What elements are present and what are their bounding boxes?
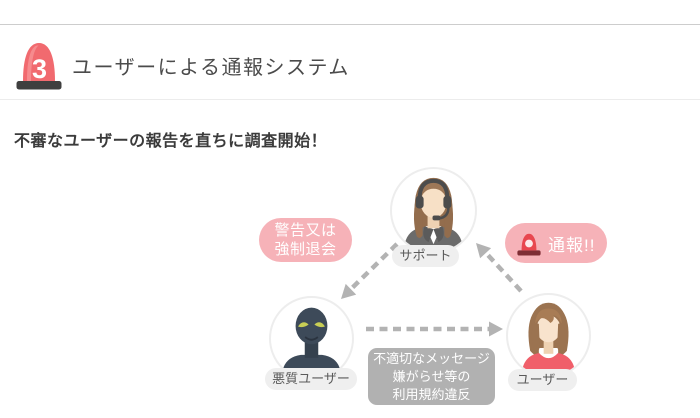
- warning-line1: 警告又は: [274, 222, 337, 239]
- support-label: サポート: [392, 245, 459, 267]
- warning-bubble: 警告又は 強制退会: [259, 218, 352, 262]
- support-avatar: [390, 167, 477, 254]
- subtitle: 不審なユーザーの報告を直ちに調査開始！: [14, 133, 328, 150]
- siren-small-icon: [516, 230, 542, 256]
- malicious-user-avatar-icon: [280, 307, 343, 379]
- malicious-user-avatar: [269, 296, 354, 381]
- top-border-line: [0, 24, 700, 25]
- violation-line2: 嫌がらせ等の: [392, 369, 471, 384]
- user-label: ユーザー: [508, 369, 577, 391]
- header-divider: [0, 99, 700, 100]
- violation-box: 不適切なメッセージ 嫌がらせ等の 利用規約違反: [368, 348, 495, 405]
- arrow-malicious-user-to-user: [366, 321, 503, 337]
- malicious-user-label: 悪質ユーザー: [265, 368, 357, 390]
- report-bubble: 通報!!: [505, 223, 607, 263]
- page-title: ユーザーによる通報システム: [72, 57, 350, 79]
- report-label: 通報!!: [548, 235, 596, 255]
- warning-line2: 強制退会: [274, 241, 337, 258]
- user-avatar: [506, 293, 591, 378]
- violation-line3: 利用規約違反: [392, 387, 471, 402]
- siren-badge-icon: 3: [15, 39, 63, 91]
- violation-line1: 不適切なメッセージ: [373, 351, 490, 366]
- badge-number: 3: [32, 54, 47, 84]
- user-avatar-icon: [520, 302, 577, 376]
- siren-icon: 3: [16, 43, 62, 90]
- support-avatar-icon: [402, 177, 465, 252]
